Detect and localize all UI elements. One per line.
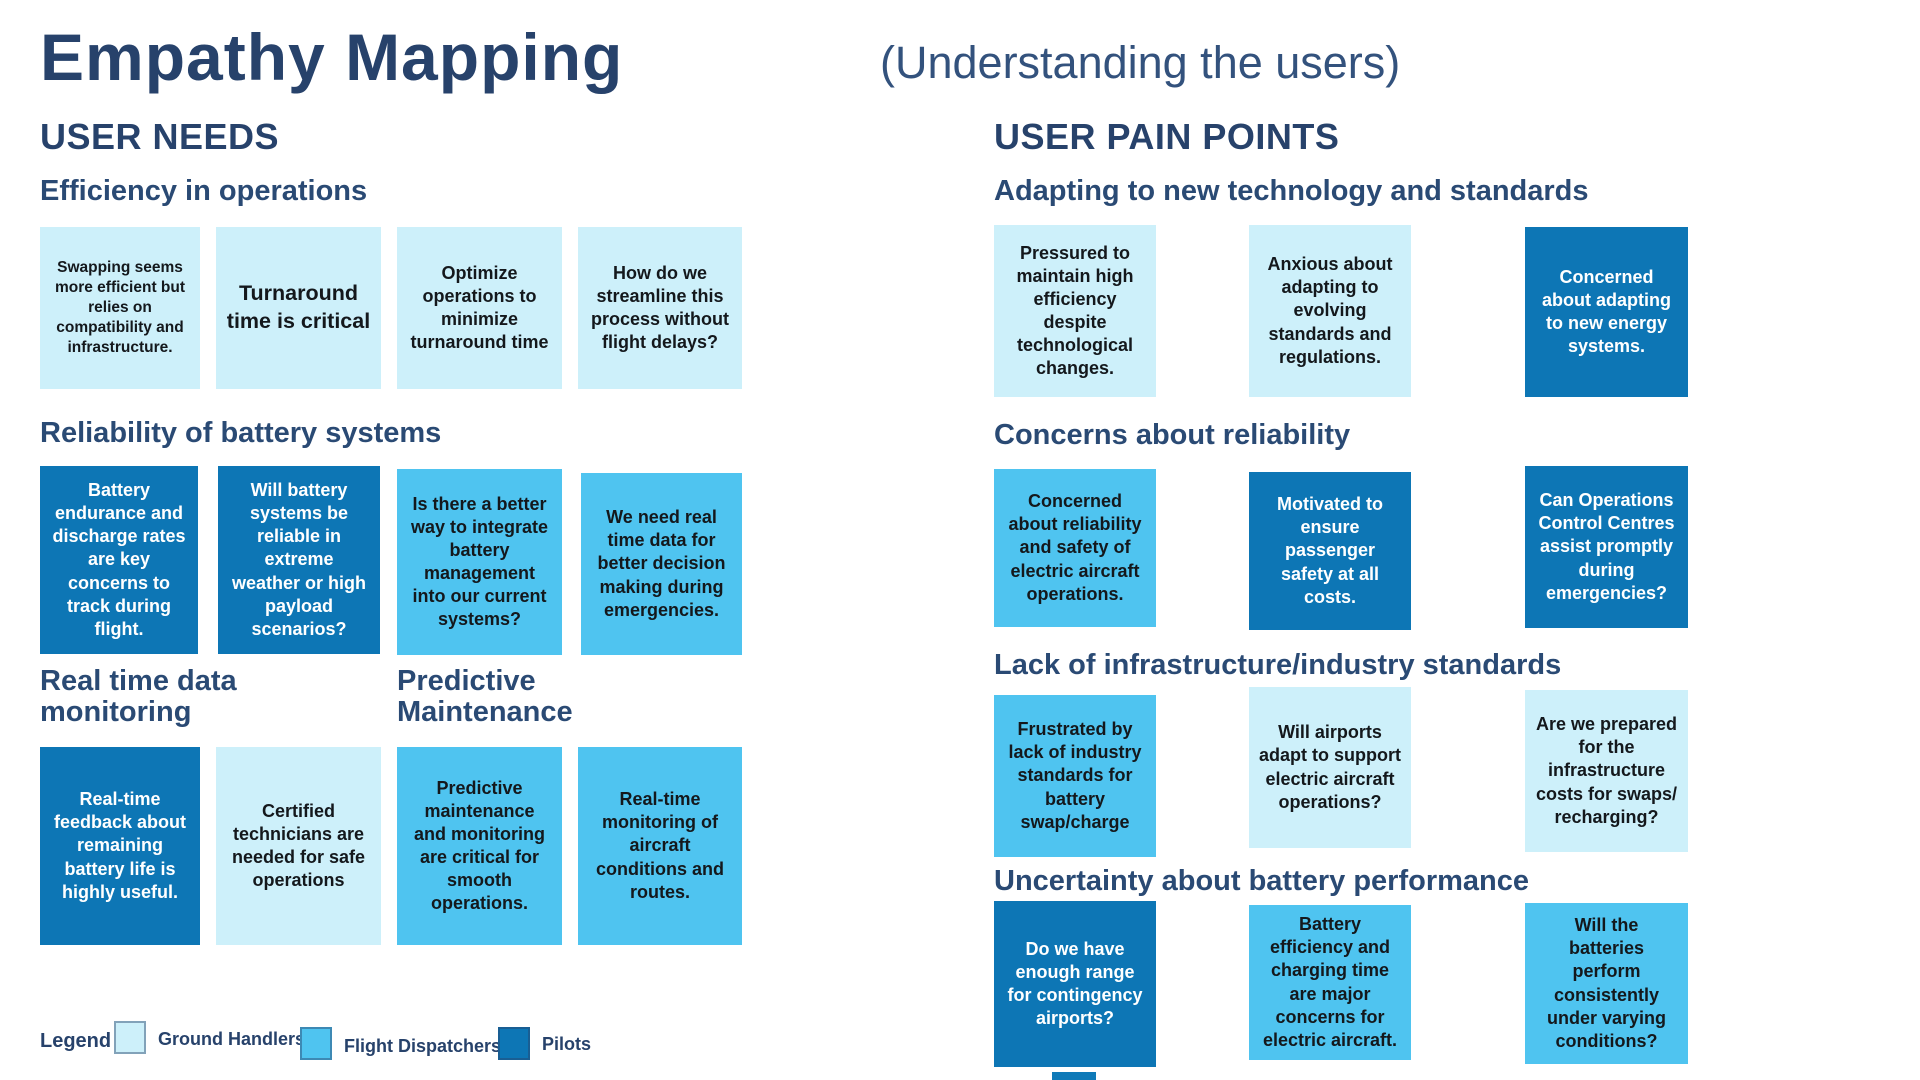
legend-swatch-pilots (498, 1027, 530, 1060)
section-heading-infrastructure: Lack of infrastructure/industry standard… (994, 649, 1562, 681)
sticky-note-pain-adapting-3[interactable]: Concerned about adapting to new energy s… (1525, 227, 1688, 397)
sticky-note-need-predictive-2[interactable]: Real-time monitoring of aircraft conditi… (578, 747, 742, 945)
sticky-note-need-efficiency-3[interactable]: Optimize operations to minimize turnarou… (397, 227, 562, 389)
section-heading-reliability: Reliability of battery systems (40, 417, 442, 449)
sticky-note-need-reliability-2[interactable]: Will battery systems be reliable in extr… (218, 466, 380, 654)
section-heading-realtime-monitoring: Real time data monitoring (40, 665, 237, 729)
legend-swatch-ground-handlers (114, 1021, 146, 1054)
section-heading-battery-performance: Uncertainty about battery performance (994, 865, 1530, 897)
sticky-note-pain-infrastructure-3[interactable]: Are we prepared for the infrastructure c… (1525, 690, 1688, 852)
sticky-note-pain-adapting-2[interactable]: Anxious about adapting to evolving stand… (1249, 225, 1411, 397)
page-title: Empathy Mapping (40, 20, 624, 94)
sticky-note-pain-reliability-1[interactable]: Concerned about reliability and safety o… (994, 469, 1156, 627)
sticky-note-pain-reliability-2[interactable]: Motivated to ensure passenger safety at … (1249, 472, 1411, 630)
sticky-note-pain-battery-1[interactable]: Do we have enough range for contingency … (994, 901, 1156, 1067)
section-heading-efficiency: Efficiency in operations (40, 175, 368, 207)
section-heading-predictive-maintenance: Predictive Maintenance (397, 665, 573, 729)
sticky-note-need-realtime-1[interactable]: Real-time feedback about remaining batte… (40, 747, 200, 945)
sticky-note-pain-infrastructure-2[interactable]: Will airports adapt to support electric … (1249, 687, 1411, 848)
legend-title: Legend (40, 1030, 112, 1052)
sticky-note-need-efficiency-1[interactable]: Swapping seems more efficient but relies… (40, 227, 200, 389)
sticky-note-need-reliability-4[interactable]: We need real time data for better decisi… (581, 473, 742, 655)
sticky-note-pain-battery-3[interactable]: Will the batteries perform consistently … (1525, 903, 1688, 1064)
sticky-note-pain-adapting-1[interactable]: Pressured to maintain high efficiency de… (994, 225, 1156, 397)
user-pain-points-title: USER PAIN POINTS (994, 116, 1340, 157)
sticky-note-need-reliability-3[interactable]: Is there a better way to integrate batte… (397, 469, 562, 655)
legend-swatch-flight-dispatchers (300, 1027, 332, 1060)
user-needs-title: USER NEEDS (40, 116, 280, 157)
sticky-note-need-reliability-1[interactable]: Battery endurance and discharge rates ar… (40, 466, 198, 654)
sticky-note-need-efficiency-2[interactable]: Turnaround time is critical (216, 227, 381, 389)
clipped-sticky-note-edge (1052, 1072, 1096, 1080)
legend-label-ground-handlers: Ground Handlers (158, 1029, 306, 1049)
sticky-note-need-predictive-1[interactable]: Predictive maintenance and monitoring ar… (397, 747, 562, 945)
sticky-note-pain-reliability-3[interactable]: Can Operations Control Centres assist pr… (1525, 466, 1688, 628)
section-heading-adapting: Adapting to new technology and standards (994, 175, 1589, 207)
sticky-note-pain-battery-2[interactable]: Battery efficiency and charging time are… (1249, 905, 1411, 1060)
sticky-note-pain-infrastructure-1[interactable]: Frustrated by lack of industry standards… (994, 695, 1156, 857)
page-subtitle: (Understanding the users) (880, 37, 1401, 88)
section-heading-reliability-concerns: Concerns about reliability (994, 419, 1351, 451)
sticky-note-need-efficiency-4[interactable]: How do we streamline this process withou… (578, 227, 742, 389)
legend-label-pilots: Pilots (542, 1034, 592, 1054)
legend-label-flight-dispatchers: Flight Dispatchers (344, 1036, 502, 1056)
sticky-note-need-realtime-2[interactable]: Certified technicians are needed for saf… (216, 747, 381, 945)
